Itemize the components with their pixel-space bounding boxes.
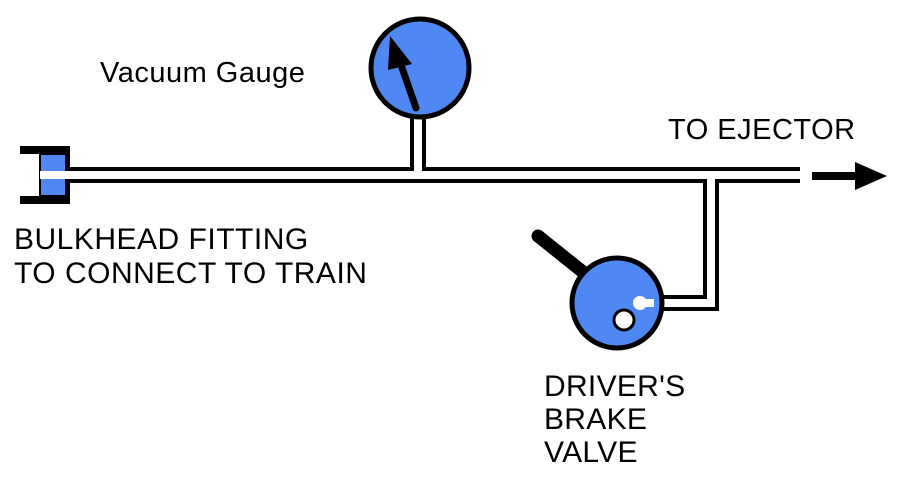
bulkhead-label-line2: TO CONNECT TO TRAIN [14, 257, 368, 290]
to-ejector-label: TO EJECTOR [668, 114, 856, 146]
main-train-pipe [68, 167, 800, 183]
arrow-needle-icon [388, 36, 420, 112]
gauge-branch-pipe [410, 112, 426, 173]
bulkhead-fitting [20, 146, 70, 204]
vacuum-gauge-label: Vacuum Gauge [100, 57, 306, 89]
right-arrow-icon [812, 162, 887, 190]
valve-label-line3: VALVE [544, 436, 638, 469]
valve-branch-pipe [650, 177, 719, 311]
bulkhead-fitting-label: BULKHEAD FITTING TO CONNECT TO TRAIN [14, 225, 367, 293]
vacuum-gauge [368, 16, 472, 120]
drivers-brake-valve [531, 229, 665, 351]
bulkhead-label-line1: BULKHEAD FITTING [14, 223, 309, 256]
valve-label-line1: DRIVER'S [544, 370, 686, 403]
valve-label-line2: BRAKE [544, 403, 648, 436]
brake-valve-label: DRIVER'S BRAKE VALVE [544, 372, 686, 471]
